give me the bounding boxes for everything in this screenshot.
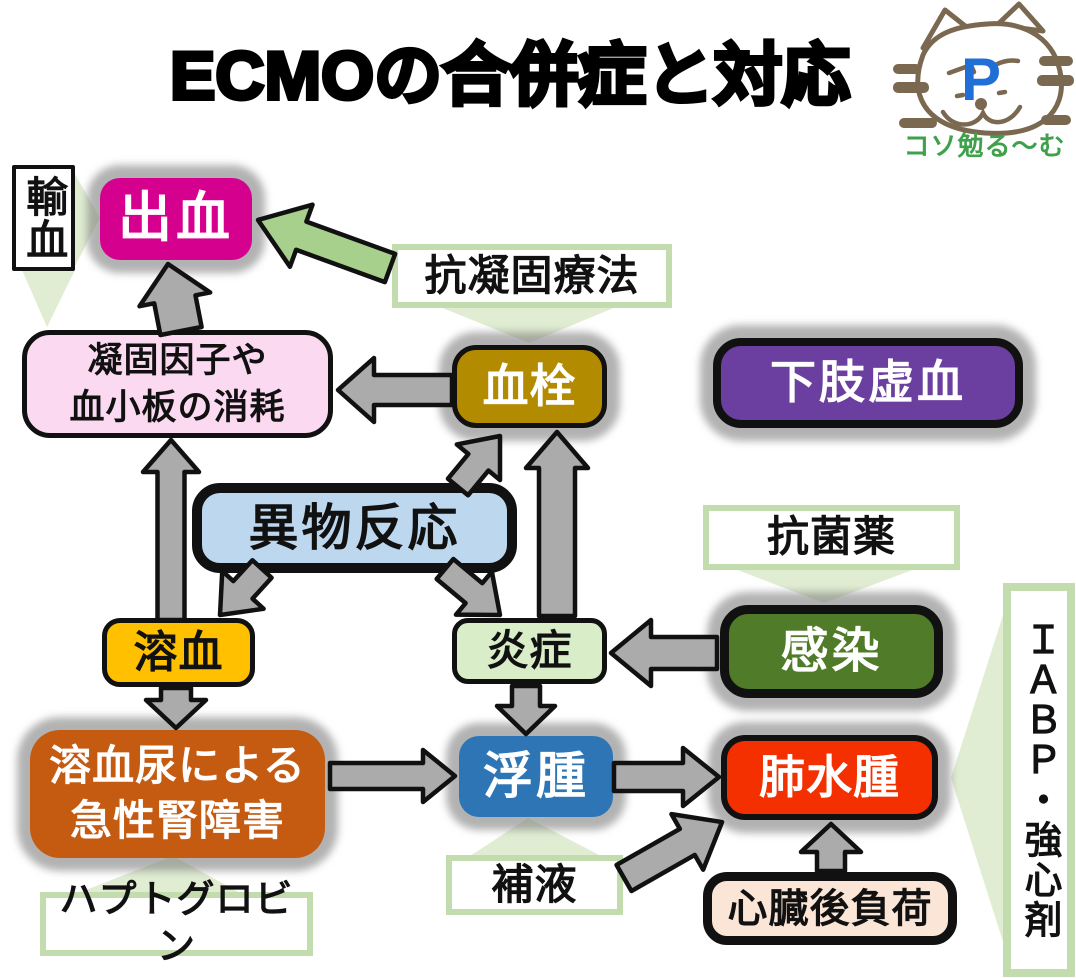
pointer-transfusion-to-coagfactor [22,270,75,327]
arrow-aki-to-edema [327,747,458,805]
node-iabp-inotropes: ＩＡＢＰ・強心剤 [1003,583,1075,977]
arrow-foreignbody-to-hemolysis [217,557,274,618]
arrow-foreignbody-to-inflammation [434,556,503,618]
pointer-iabp-to-pulmonaryedema [951,609,1005,948]
logo-letter-p: P [961,46,1001,113]
arrow-anticoagulation-to-bleeding [255,202,398,285]
node-anticoagulation-therapy: 抗凝固療法 [392,244,672,308]
arrow-foreignbody-to-thrombus [445,433,503,498]
arrow-inflammation-to-edema [494,683,558,737]
arrow-infection-to-inflammation [608,617,720,689]
node-hemolytic-aki: 溶血尿による 急性腎障害 [30,730,325,858]
arrow-inflammation-to-thrombus [523,429,591,619]
arrow-hemolysis-to-aki [143,685,209,731]
node-pulmonary-edema: 肺水腫 [721,735,938,820]
cat-face-icon: P [893,1,1074,136]
pointer-antibiotics-to-infection [735,569,915,603]
node-foreign-body-reaction: 異物反応 [192,483,517,573]
page-title: ECMOの合併症と対応 [168,36,852,116]
node-infection: 感染 [720,605,943,698]
pointer-anticoagulation-to-thrombus [440,307,616,343]
arrow-thrombus-to-coagfactor [335,355,455,425]
pointer-fluid-to-edema [470,818,601,856]
node-antibiotics: 抗菌薬 [703,505,960,570]
arrow-coagfactor-to-bleeding [137,261,213,338]
node-bleeding: 出血 [100,178,252,260]
node-limb-ischemia: 下肢虚血 [713,338,1023,428]
node-thrombus: 血栓 [452,345,607,428]
node-inflammation: 炎症 [452,618,607,684]
site-logo: P コソ勉る〜む [893,0,1076,168]
node-fluid-replacement: 補液 [446,855,623,915]
node-coag-factor-consumption: 凝固因子や 血小板の消耗 [22,330,333,438]
node-cardiac-afterload: 心臓後負荷 [703,872,957,945]
arrow-edema-to-pulmonaryedema [611,745,722,809]
pointer-transfusion-to-bleeding [75,174,100,266]
arrow-hemolysis-to-coagfactor [140,437,202,623]
arrow-fluid-to-pulmonaryedema [614,811,725,894]
pointer-haptoglobin-to-aki [78,856,240,893]
node-edema: 浮腫 [459,736,613,817]
logo-caption: コソ勉る〜む [903,131,1066,161]
arrow-afterload-to-pulmonaryedema [798,821,864,874]
node-transfusion: 輸血 [12,165,75,271]
